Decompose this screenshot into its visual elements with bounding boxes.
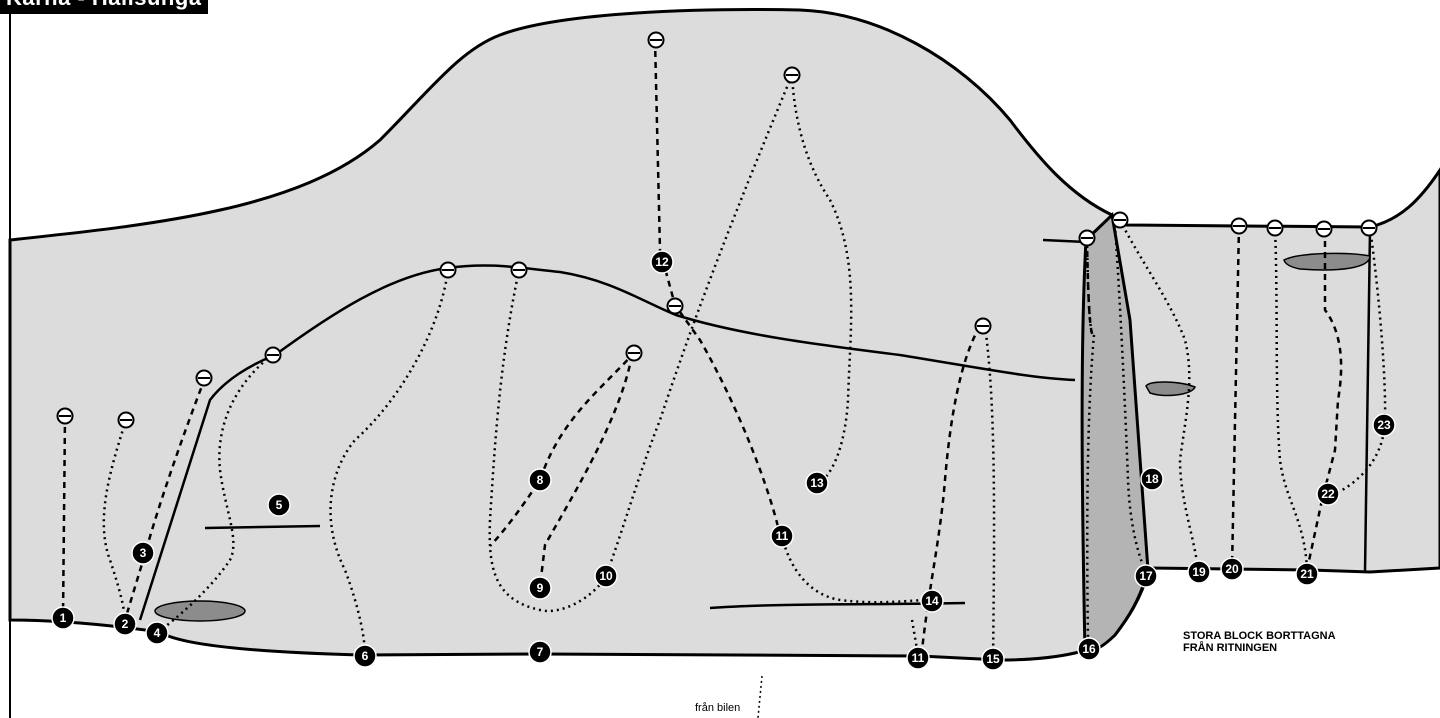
anchor-icon [1360, 219, 1378, 237]
page-title: Kärna - Hällsunga [0, 0, 208, 14]
route-marker-18: 18 [1140, 467, 1164, 491]
anchor-icon [974, 317, 992, 335]
route-marker-16: 16 [1077, 637, 1101, 661]
svg-text:21: 21 [1300, 567, 1314, 581]
route-marker-12: 12 [650, 250, 674, 274]
svg-text:17: 17 [1139, 569, 1153, 583]
route-marker-11-lower: 11 [906, 646, 930, 670]
svg-text:11: 11 [912, 651, 925, 665]
anchor-icon [1078, 229, 1096, 247]
anchor-icon [56, 407, 74, 425]
anchors [56, 31, 1378, 429]
route-marker-21: 21 [1295, 562, 1319, 586]
anchor-icon [510, 261, 528, 279]
route-marker-14: 14 [920, 589, 944, 613]
approach-label: från bilen [695, 702, 741, 714]
svg-text:8: 8 [537, 473, 544, 487]
route-marker-3: 3 [131, 541, 155, 565]
approach-trail [757, 675, 763, 718]
route-marker-5: 5 [267, 493, 291, 517]
anchor-icon [117, 411, 135, 429]
svg-text:5: 5 [276, 498, 283, 512]
route-marker-9: 9 [528, 576, 552, 600]
route-marker-13: 13 [805, 471, 829, 495]
route-marker-8: 8 [528, 468, 552, 492]
anchor-icon [783, 66, 801, 84]
anchor-icon [666, 297, 684, 315]
anchor-icon [1230, 217, 1248, 235]
svg-text:23: 23 [1377, 418, 1391, 432]
svg-text:7: 7 [537, 645, 544, 659]
svg-text:20: 20 [1225, 562, 1239, 576]
anchor-icon [625, 344, 643, 362]
route-marker-15: 15 [981, 647, 1005, 671]
svg-text:4: 4 [154, 626, 161, 640]
route-marker-4: 4 [145, 621, 169, 645]
anchor-icon [1315, 220, 1333, 238]
route-marker-7: 7 [528, 640, 552, 664]
anchor-icon [195, 369, 213, 387]
anchor-icon [264, 346, 282, 364]
note-line: STORA BLOCK BORTTAGNA [1183, 630, 1336, 642]
route-marker-19: 19 [1187, 560, 1211, 584]
svg-text:22: 22 [1321, 487, 1335, 501]
svg-text:11: 11 [776, 529, 789, 543]
anchor-icon [1111, 211, 1129, 229]
removed-blocks-note: STORA BLOCK BORTTAGNA FRÅN RITNINGEN [1183, 630, 1336, 654]
note-line: FRÅN RITNINGEN [1183, 642, 1278, 654]
svg-text:9: 9 [537, 581, 544, 595]
route-marker-2: 2 [113, 612, 137, 636]
svg-text:3: 3 [140, 546, 147, 560]
svg-text:13: 13 [810, 476, 824, 490]
route-markers: 1 2 3 4 5 6 7 8 9 10 11 11 12 13 14 15 1… [51, 250, 1396, 671]
svg-text:18: 18 [1145, 472, 1159, 486]
svg-text:2: 2 [122, 617, 129, 631]
route-marker-10: 10 [594, 564, 618, 588]
route-marker-1: 1 [51, 606, 75, 630]
svg-text:6: 6 [362, 649, 369, 663]
route-marker-20: 20 [1220, 557, 1244, 581]
svg-text:12: 12 [655, 255, 669, 269]
ledges [138, 229, 1372, 621]
svg-text:10: 10 [599, 569, 613, 583]
route-marker-6: 6 [353, 644, 377, 668]
route-marker-22: 22 [1316, 482, 1340, 506]
route-marker-23: 23 [1372, 413, 1396, 437]
svg-text:14: 14 [925, 594, 939, 608]
anchor-icon [1266, 219, 1284, 237]
svg-text:16: 16 [1082, 642, 1096, 656]
anchor-icon [647, 31, 665, 49]
anchor-icon [439, 261, 457, 279]
route-lines-dotted [102, 74, 1387, 661]
svg-text:15: 15 [986, 652, 1000, 666]
route-marker-11: 11 [770, 524, 794, 548]
svg-text:1: 1 [60, 611, 67, 625]
svg-text:19: 19 [1192, 565, 1206, 579]
route-marker-17: 17 [1134, 564, 1158, 588]
